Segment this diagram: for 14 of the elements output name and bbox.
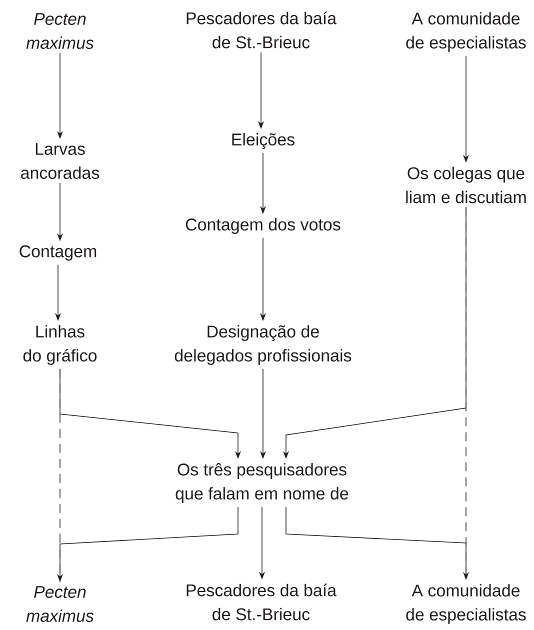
text-label: Os colegas que liam e discutiam [406, 166, 526, 204]
text-label: Pescadores da baía de St.-Brieuc [186, 12, 337, 48]
text-label: Os três pesquisadores que falam em nome de [176, 463, 348, 503]
text-label: Linhas do gráfico [23, 325, 97, 365]
text-label: Larvas ancoradas [21, 143, 100, 179]
text-label: Pescadores da baía de St.-Brieuc [186, 584, 337, 620]
text-label: Pecten maximus [26, 13, 94, 49]
text-label: Contagem [20, 245, 96, 261]
text-label: Designação de delegados profissionais [174, 325, 352, 365]
text-label: A comunidade de especialistas [406, 12, 526, 52]
text-label: Eleições [232, 133, 294, 149]
text-label: Pecten maximus [26, 586, 94, 622]
text-label: A comunidade de especialistas [406, 584, 526, 624]
text-label: Contagem dos votos [186, 218, 340, 234]
